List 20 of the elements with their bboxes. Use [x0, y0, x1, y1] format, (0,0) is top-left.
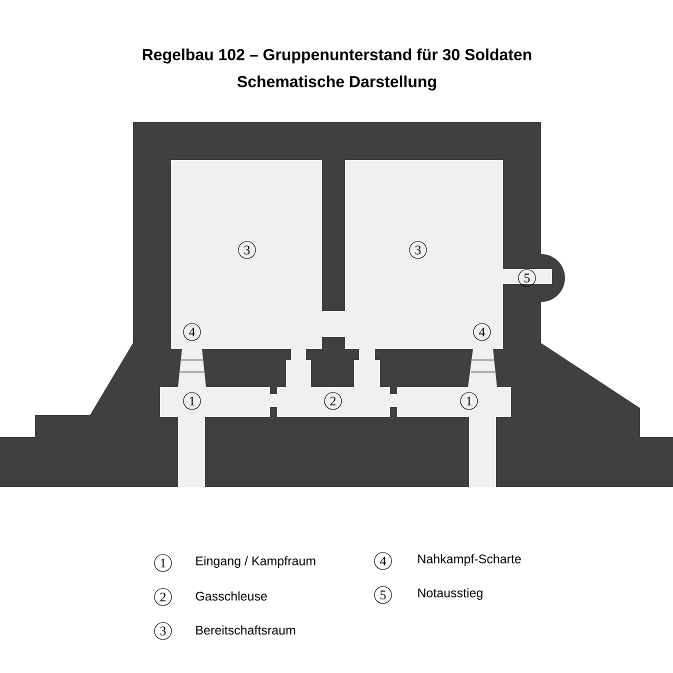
legend-text: Nahkampf-Scharte: [418, 554, 521, 566]
callout-number: 4: [183, 323, 201, 341]
legend-text: Notausstieg: [418, 588, 482, 600]
callout-number: 1: [183, 392, 201, 410]
callout-number: 5: [374, 586, 392, 604]
callout-number: 5: [518, 269, 536, 287]
callout-number: 4: [473, 323, 491, 341]
callout-number: 1: [460, 392, 478, 410]
legend-text: Eingang / Kampfraum: [196, 556, 316, 568]
callout-number: 3: [409, 241, 427, 259]
callout-number: 3: [154, 622, 172, 640]
callout-number: 3: [238, 241, 256, 259]
callout-number: 2: [154, 588, 172, 606]
callout-number: 1: [154, 554, 172, 572]
title: Regelbau 102 – Gruppenunterstand für 30 Soldaten: [142, 48, 532, 64]
callout-number: 4: [374, 552, 392, 570]
callout-number: 2: [324, 392, 342, 410]
legend-text: Bereitschaftsraum: [196, 625, 296, 635]
subtitle: Schematische Darstellung: [237, 76, 436, 90]
legend-text: Gasschleuse: [196, 591, 267, 601]
